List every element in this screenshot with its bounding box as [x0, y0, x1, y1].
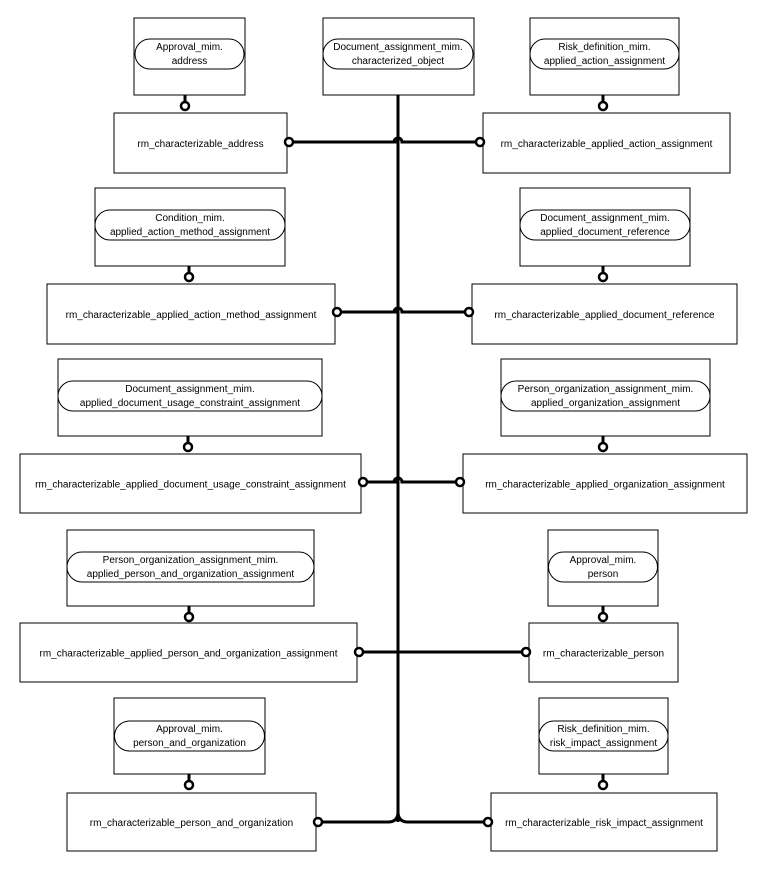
right-subtype-circle — [597, 100, 609, 112]
left-ref-pill — [94, 209, 286, 241]
right-type-box — [528, 622, 679, 683]
right-type-box — [490, 792, 718, 852]
left-ref-line1: Document_assignment_mim. — [125, 384, 255, 395]
left-type-box — [66, 792, 317, 852]
left-type-box — [19, 453, 362, 514]
trunk-ref-line2: characterized_object — [352, 56, 444, 67]
entity-boxes: Document_assignment_mim. characterized_ob… — [19, 17, 748, 852]
left-ref-line2: person_and_organization — [133, 738, 246, 749]
left-type-label: rm_characterizable_applied_document_usag… — [35, 480, 346, 491]
left-type-label: rm_characterizable_address — [137, 139, 263, 150]
left-type-label: rm_characterizable_person_and_organizati… — [90, 818, 293, 829]
left-subtype-circle — [179, 100, 191, 112]
left-ref-line1: Person_organization_assignment_mim. — [103, 555, 279, 566]
left-subtype-circle — [183, 779, 195, 791]
left-ref-line2: address — [172, 56, 208, 67]
right-type-box — [471, 283, 738, 345]
right-horizontal-link — [392, 136, 476, 144]
right-subtype-circle — [597, 441, 609, 453]
right-subtype-circle — [597, 611, 609, 623]
left-link-circle — [353, 646, 365, 658]
left-link-circle — [312, 816, 324, 828]
left-subtype-circle — [183, 611, 195, 623]
left-ref-line1: Condition_mim. — [155, 213, 224, 224]
right-link-circle — [454, 476, 466, 488]
trunk-ref-line1: Document_assignment_mim. — [333, 42, 463, 53]
right-type-box — [462, 453, 748, 514]
right-type-label: rm_characterizable_applied_organization_… — [485, 480, 725, 491]
right-link-circle — [520, 646, 532, 658]
right-ref-pill — [548, 551, 658, 583]
left-ref-pill — [134, 38, 245, 70]
right-type-label: rm_characterizable_applied_document_refe… — [494, 310, 715, 321]
left-ref-pill — [57, 380, 323, 412]
right-horizontal-link — [396, 811, 484, 824]
right-ref-pill — [529, 38, 680, 70]
left-ref-line2: applied_action_method_assignment — [110, 227, 270, 238]
right-ref-line2: risk_impact_assignment — [550, 738, 657, 749]
left-ref-pill — [66, 551, 315, 583]
right-ref-line1: Person_organization_assignment_mim. — [518, 384, 694, 395]
left-subtype-circle — [182, 441, 194, 453]
right-link-circle — [474, 136, 486, 148]
right-horizontal-link — [392, 476, 456, 484]
left-ref-line2: applied_document_usage_constraint_assign… — [80, 398, 300, 409]
left-type-box — [113, 112, 288, 174]
right-link-circle — [482, 816, 494, 828]
left-type-box — [19, 622, 358, 683]
right-ref-pill — [500, 380, 711, 412]
trunk-ref-pill — [322, 38, 474, 70]
right-ref-line1: Risk_definition_mim. — [557, 724, 649, 735]
right-ref-pill — [538, 720, 669, 752]
left-link-circle — [331, 306, 343, 318]
left-ref-line2: applied_person_and_organization_assignme… — [87, 569, 295, 580]
left-horizontal-link — [322, 811, 400, 824]
left-type-label: rm_characterizable_applied_action_method… — [66, 310, 317, 321]
right-subtype-circle — [597, 271, 609, 283]
right-link-circle — [463, 306, 475, 318]
left-ref-pill — [114, 720, 265, 752]
right-type-label: rm_characterizable_risk_impact_assignmen… — [505, 818, 703, 829]
left-ref-line1: Approval_mim. — [156, 42, 223, 53]
right-ref-line2: person — [588, 569, 619, 580]
left-subtype-circle — [183, 271, 195, 283]
right-subtype-circle — [597, 779, 609, 791]
left-link-circle — [283, 136, 295, 148]
right-ref-line2: applied_action_assignment — [544, 56, 665, 67]
left-link-circle — [357, 476, 369, 488]
right-horizontal-link — [392, 306, 465, 314]
left-ref-line1: Approval_mim. — [156, 724, 223, 735]
right-ref-line2: applied_document_reference — [540, 227, 670, 238]
right-type-label: rm_characterizable_applied_action_assign… — [501, 139, 713, 150]
left-type-box — [46, 283, 336, 345]
right-ref-line1: Risk_definition_mim. — [558, 42, 650, 53]
right-ref-pill — [519, 209, 691, 241]
right-ref-line1: Document_assignment_mim. — [540, 213, 670, 224]
right-ref-line2: applied_organization_assignment — [531, 398, 680, 409]
right-type-box — [482, 112, 731, 174]
left-type-label: rm_characterizable_applied_person_and_or… — [40, 649, 338, 660]
right-ref-line1: Approval_mim. — [570, 555, 637, 566]
right-type-label: rm_characterizable_person — [543, 649, 664, 660]
